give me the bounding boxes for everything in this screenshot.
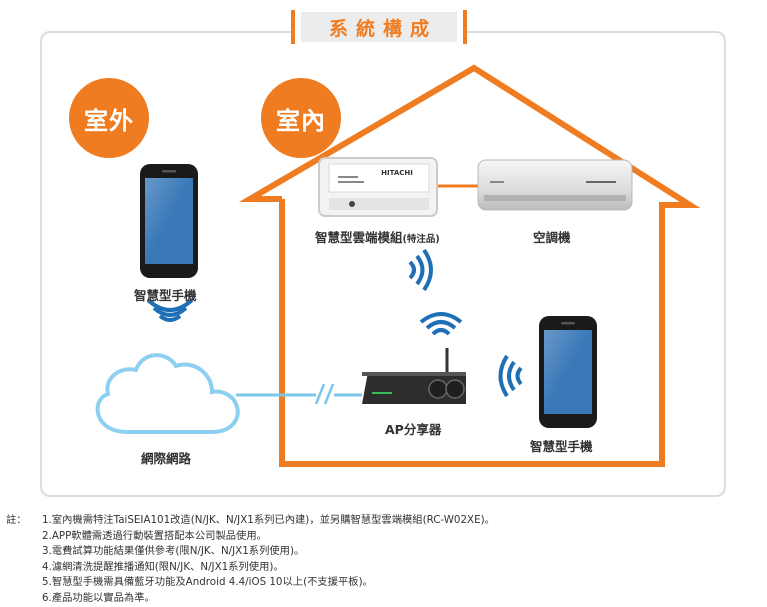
cloud-module-note: (特注品) [402, 234, 440, 245]
note-item: 1.室內機需特注TaiSEIA101改造(N/JK、N/JX1系列已內建)，並另… [42, 514, 495, 526]
section-title: 系統構成 [291, 10, 467, 44]
cloud-module-device [318, 157, 438, 217]
wifi-icon-indoor-phone [498, 354, 523, 398]
house-outline [238, 64, 701, 467]
wifi-icon-module [408, 248, 433, 292]
note-row: 3.電費試算功能結果僅供參考(限N/JK、N/JX1系列使用)。 [6, 544, 495, 560]
router-icon [362, 348, 466, 404]
note-item: 5.智慧型手機需具備藍牙功能及Android 4.4/iOS 10以上(不支援平… [42, 576, 373, 589]
indoor-phone-label: 智慧型手機 [530, 439, 593, 454]
cloud-module-name: 智慧型雲端模組 [315, 230, 403, 245]
outdoor-badge: 室外 [69, 78, 149, 158]
note-item: 6.產品功能以實品為準。 [42, 591, 155, 604]
module-brand: HITACHI [381, 169, 413, 177]
indoor-badge: 室內 [261, 78, 341, 158]
note-item: 4.濾網清洗提醒推播通知(限N/JK、N/JX1系列使用)。 [42, 560, 284, 573]
indoor-label: 室內 [276, 106, 326, 135]
note-item: 2.APP軟體需透過行動裝置搭配本公司製品使用。 [42, 529, 267, 542]
note-row: 5.智慧型手機需具備藍牙功能及Android 4.4/iOS 10以上(不支援平… [6, 575, 495, 591]
outdoor-phone-label: 智慧型手機 [134, 288, 197, 303]
note-row: 4.濾網清洗提醒推播通知(限N/JK、N/JX1系列使用)。 [6, 560, 495, 576]
router-label: AP分享器 [385, 422, 442, 437]
note-item: 3.電費試算功能結果僅供參考(限N/JK、N/JX1系列使用)。 [42, 545, 305, 558]
section-title-text: 系統構成 [328, 17, 437, 40]
cloud-icon [95, 353, 240, 434]
wifi-icon-outdoor [146, 298, 194, 322]
air-conditioner-device [477, 159, 633, 211]
note-row: 6.產品功能以實品為準。 [6, 591, 495, 607]
note-row: 註： 1.室內機需特注TaiSEIA101改造(N/JK、N/JX1系列已內建)，… [6, 513, 495, 529]
phone-icon-indoor [539, 316, 597, 428]
note-row: 2.APP軟體需透過行動裝置搭配本公司製品使用。 [6, 529, 495, 545]
phone-icon-outdoor [140, 164, 198, 278]
wifi-icon-router [419, 312, 463, 336]
outdoor-label: 室外 [84, 106, 134, 135]
cloud-label: 網際網路 [141, 451, 192, 466]
notes-block: 註： 1.室內機需特注TaiSEIA101改造(N/JK、N/JX1系列已內建)，… [6, 513, 495, 607]
air-conditioner-label: 空調機 [533, 230, 571, 245]
notes-prefix: 註： [6, 514, 27, 526]
cloud-module-label: 智慧型雲端模組(特注品) [315, 227, 440, 246]
